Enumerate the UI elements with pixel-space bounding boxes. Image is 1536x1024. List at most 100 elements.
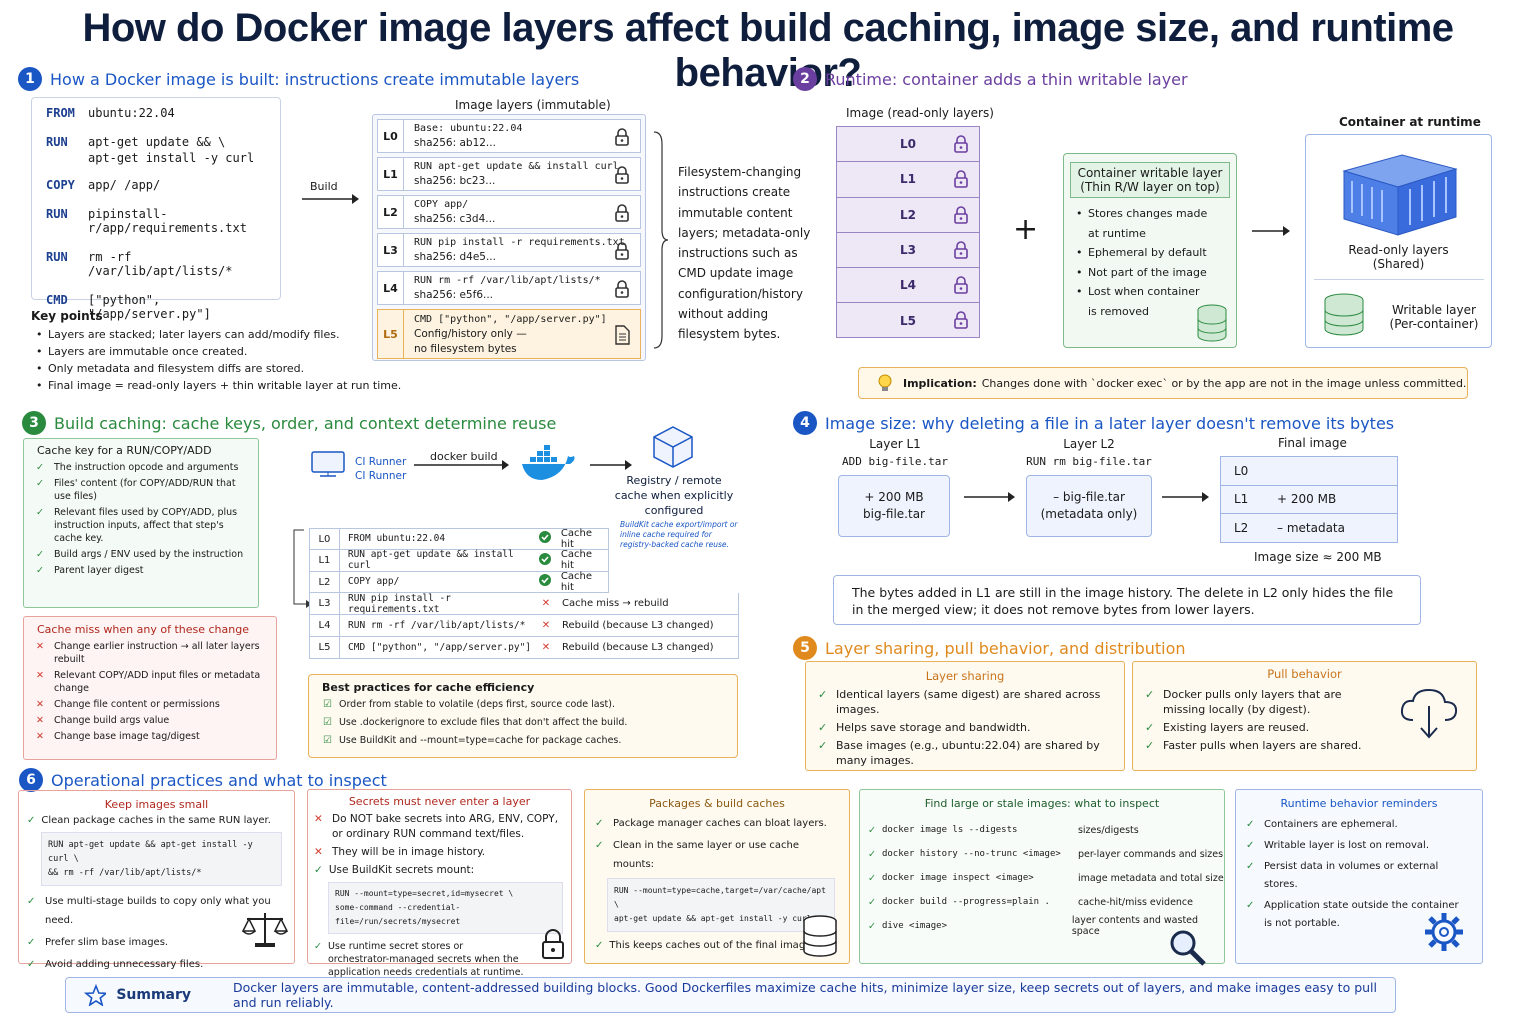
check-icon: ✓ <box>868 896 876 908</box>
database-icon <box>803 915 837 957</box>
cache-status: Rebuild (because L3 changed) <box>562 641 714 653</box>
lock-icon <box>953 134 969 157</box>
layer-id: L2 <box>900 207 916 222</box>
best-practice-item: Use BuildKit and --mount=type=cache for … <box>338 735 622 746</box>
list-item: Persist data in volumes or external stor… <box>1264 861 1439 890</box>
magnifier-icon <box>1170 930 1206 966</box>
layer-id: L5 <box>900 314 916 329</box>
scale-icon <box>241 913 289 947</box>
cross-icon: ✕ <box>36 731 44 742</box>
inspect-description: per-layer commands and sizes <box>1077 848 1224 860</box>
list-item: Prefer slim base images. <box>45 937 169 948</box>
list-item: Avoid adding unnecessary files. <box>45 959 204 970</box>
l1-cmd: ADD big-file.tar <box>842 455 948 468</box>
check-icon: ✓ <box>36 478 44 489</box>
registry-note: BuildKit cache export/import or inline c… <box>620 520 738 549</box>
check-icon: ✓ <box>36 549 44 560</box>
inspect-command: docker image ls --digests <box>881 825 1018 835</box>
lock-icon <box>953 169 969 192</box>
layer-id: L3 <box>378 234 404 266</box>
lock-icon <box>953 275 969 298</box>
section-title: Image size: why deleting a file in a lat… <box>825 413 1395 433</box>
list-item: Files' content (for COPY/ADD/RUN that us… <box>54 478 236 502</box>
cache-cmd: RUN pip install -r requirements.txt <box>348 592 451 615</box>
inspect-description: sizes/digests <box>1077 824 1139 836</box>
section-number: 2 <box>793 67 817 91</box>
ro-sublabel: (Shared) <box>1372 257 1425 271</box>
inspect-command: dive <image> <box>881 921 947 931</box>
inspect-card: Find large or stale images: what to insp… <box>859 789 1225 966</box>
best-practices-title: Best practices for cache efficiency <box>322 681 535 694</box>
runtime-title: Container at runtime <box>1339 115 1481 129</box>
layer-id: L0 <box>310 529 340 549</box>
docker-build-label: docker build <box>430 450 498 463</box>
cross-icon: ✕ <box>314 846 323 858</box>
list-item: Change file content or permissions <box>54 699 220 710</box>
cloud-download-icon <box>1400 688 1458 739</box>
cache-status: Cache miss → rebuild <box>562 598 669 610</box>
packages-last: This keeps caches out of the final image… <box>609 940 815 951</box>
check-icon: ✓ <box>1145 739 1155 752</box>
lock-icon <box>614 127 630 151</box>
w-label: Writable layer <box>1392 303 1476 317</box>
layer-line: RUN rm -rf /var/lib/apt/lists/* <box>414 275 601 286</box>
list-item: Use multi-stage builds to copy only what… <box>45 896 271 926</box>
size-note: The bytes added in L1 are still in the i… <box>833 575 1421 625</box>
code-line: && rm -rf /var/lib/apt/lists/* <box>48 868 202 878</box>
readonly-layer: L5 <box>837 303 979 338</box>
final-layer: L1+ 200 MB <box>1221 486 1397 514</box>
dockerfile-argument: pipinstall-r/app/requirements.txt <box>88 207 247 235</box>
ro-title: Image (read-only layers) <box>846 106 994 120</box>
implication-banner: Implication: Changes done with `docker e… <box>858 367 1468 399</box>
dockerfile-argument: ["python", "/app/server.py"] <box>88 293 211 321</box>
inspect-description: image metadata and total size <box>1077 872 1224 884</box>
checkbox-icon: ☑ <box>323 717 332 728</box>
l2-box: – big-file.tar(metadata only) <box>1026 475 1152 537</box>
layer-id: L0 <box>378 120 404 152</box>
document-icon <box>614 325 630 349</box>
writable-layer-point: Stores changes made <box>1088 207 1208 220</box>
lock-icon <box>953 205 969 228</box>
check-icon: ✓ <box>818 739 828 752</box>
lock-icon <box>614 241 630 265</box>
side-note-line: without adding <box>678 307 769 322</box>
keep-small-card: Keep images small ✓Clean package caches … <box>18 790 295 970</box>
list-item: Build args / ENV used by the instruction <box>54 549 244 560</box>
layer-line: sha256: bc23... <box>414 175 496 187</box>
cache-cmd: COPY app/ <box>347 576 400 588</box>
readonly-layer: L4 <box>837 268 979 304</box>
pull-behavior-card: Pull behavior ✓Docker pulls only layers … <box>1132 661 1477 771</box>
check-icon: ✓ <box>1145 688 1155 701</box>
check-icon: ✓ <box>818 688 828 701</box>
layer-line: sha256: e5f6... <box>414 289 494 301</box>
cross-icon: ✕ <box>36 670 44 681</box>
keep-small-title: Keep images small <box>104 798 209 811</box>
readonly-layer: L0 <box>837 127 979 163</box>
lightbulb-icon <box>878 374 892 391</box>
cache-cmd: RUN rm -rf /var/lib/apt/lists/* <box>348 620 526 632</box>
key-points-title: Key points <box>31 309 103 323</box>
inspect-title: Find large or stale images: what to insp… <box>924 797 1160 810</box>
ci-runner-label: CI Runner <box>355 456 407 468</box>
implication-text: Changes done with `docker exec` or by th… <box>981 376 1467 390</box>
l1-size: + 200 MB <box>864 490 924 504</box>
code-line: RUN apt-get update && apt-get install -y… <box>48 840 253 864</box>
best-practice-item: Use .dockerignore to exclude files that … <box>338 717 628 728</box>
layer-line: COPY app/ <box>414 199 469 210</box>
list-item: Change base image tag/digest <box>54 731 200 742</box>
side-note-line: layers; metadata-only <box>678 225 811 240</box>
side-note-line: configuration/history <box>678 286 803 301</box>
check-icon: ✓ <box>1145 721 1155 734</box>
section-title: Layer sharing, pull behavior, and distri… <box>825 638 1186 658</box>
list-item: Change earlier instruction → all later l… <box>54 641 260 665</box>
